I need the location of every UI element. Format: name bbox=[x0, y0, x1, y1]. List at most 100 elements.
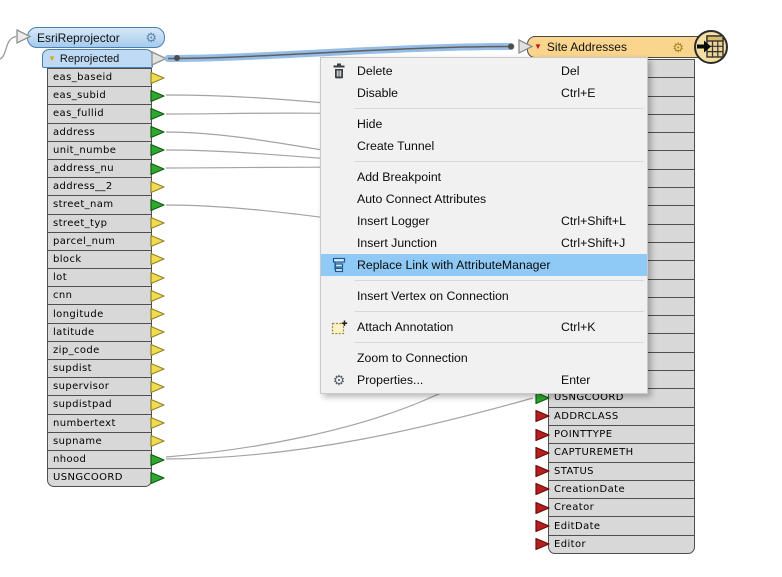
collapse-triangle-icon[interactable]: ▼ bbox=[534, 42, 542, 51]
attribute-row-address-2[interactable]: address__2 bbox=[47, 177, 165, 197]
expand-triangle-icon[interactable]: ▼ bbox=[48, 53, 56, 63]
attribute-label: street_nam bbox=[53, 199, 114, 211]
menu-item-hide[interactable]: Hide bbox=[321, 113, 647, 135]
attribute-row-status[interactable]: STATUS bbox=[535, 461, 695, 481]
attribute-row-addrclass[interactable]: ADDRCLASS bbox=[535, 406, 695, 426]
attribute-row-editor[interactable]: Editor bbox=[535, 534, 695, 555]
attribute-row-longitude[interactable]: longitude bbox=[47, 304, 165, 324]
attribute-row-nhood[interactable]: nhood bbox=[47, 449, 165, 470]
menu-item-label: Delete bbox=[357, 64, 393, 78]
input-port-arrow-icon[interactable] bbox=[535, 501, 550, 514]
attribute-row-pointtype[interactable]: POINTTYPE bbox=[535, 424, 695, 445]
output-port-arrow-icon[interactable] bbox=[150, 216, 165, 230]
menu-item-properties[interactable]: ⚙Properties...Enter bbox=[321, 369, 647, 391]
input-port-arrow-icon[interactable] bbox=[535, 538, 550, 551]
output-port-arrow-icon[interactable] bbox=[150, 380, 165, 393]
attribute-row-address-nu[interactable]: address_nu bbox=[47, 158, 165, 179]
output-port-arrow-icon[interactable] bbox=[150, 453, 165, 466]
attribute-label: CreationDate bbox=[554, 483, 626, 495]
output-port-arrow-icon[interactable] bbox=[150, 435, 165, 448]
output-port-arrow-icon[interactable] bbox=[150, 398, 165, 412]
attribute-row-street-typ[interactable]: street_typ bbox=[47, 213, 165, 233]
output-port-label: Reprojected bbox=[59, 52, 120, 65]
attribute-row-capturemeth[interactable]: CAPTUREMETH bbox=[535, 443, 695, 463]
attribute-row-supdist[interactable]: supdist bbox=[47, 359, 165, 379]
menu-item-add-breakpoint[interactable]: Add Breakpoint bbox=[321, 166, 647, 188]
input-port-arrow-icon[interactable] bbox=[535, 410, 550, 423]
writer-feature-type-badge-icon[interactable] bbox=[692, 28, 730, 66]
attribute-row-eas-baseid[interactable]: eas_baseid bbox=[47, 68, 165, 88]
attribute-label: USNGCOORD bbox=[554, 392, 624, 404]
transformer-node-header[interactable]: EsriReprojector ⚙ bbox=[27, 27, 165, 48]
connection-endpoint[interactable] bbox=[508, 43, 514, 50]
attribute-row-address[interactable]: address bbox=[47, 122, 165, 142]
output-port-arrow-icon[interactable] bbox=[150, 89, 165, 102]
output-port-arrow-icon[interactable] bbox=[150, 289, 165, 302]
output-port-arrow-icon[interactable] bbox=[150, 417, 165, 430]
input-port-arrow-icon[interactable] bbox=[535, 428, 550, 441]
menu-item-create-tunnel[interactable]: Create Tunnel bbox=[321, 135, 647, 157]
attribute-row-cnn[interactable]: cnn bbox=[47, 286, 165, 306]
menu-item-replace-link-with-attributemanager[interactable]: Replace Link with AttributeManager bbox=[321, 254, 647, 276]
output-port-arrow-icon[interactable] bbox=[150, 253, 165, 266]
attribute-row-editdate[interactable]: EditDate bbox=[535, 516, 695, 536]
output-port-arrow-icon[interactable] bbox=[150, 326, 165, 339]
attribute-row-numbertext[interactable]: numbertext bbox=[47, 413, 165, 433]
connection-endpoint[interactable] bbox=[174, 55, 180, 61]
gear-icon[interactable]: ⚙ bbox=[672, 39, 684, 55]
attribute-row-block[interactable]: block bbox=[47, 249, 165, 270]
attribute-label: address bbox=[53, 126, 96, 138]
output-port-arrow-icon[interactable] bbox=[150, 471, 165, 484]
input-port-arrow-icon[interactable] bbox=[535, 483, 550, 496]
attribute-row-supname[interactable]: supname bbox=[47, 431, 165, 451]
writer-node-header[interactable]: ▼ Site Addresses ⚙ bbox=[527, 30, 728, 64]
input-port-arrow-icon[interactable] bbox=[535, 446, 550, 459]
attribute-row-street-nam[interactable]: street_nam bbox=[47, 195, 165, 215]
output-port-arrow-icon[interactable] bbox=[150, 235, 165, 248]
attribute-row-usngcoord[interactable]: USNGCOORD bbox=[47, 468, 165, 488]
attribute-row-zip-code[interactable]: zip_code bbox=[47, 340, 165, 360]
output-port-arrow-icon[interactable] bbox=[150, 144, 165, 157]
output-port-arrow-icon[interactable] bbox=[150, 362, 165, 375]
incoming-connection-line[interactable] bbox=[0, 35, 17, 60]
input-port-arrow-icon[interactable] bbox=[535, 465, 550, 478]
output-port-arrow-icon[interactable] bbox=[150, 180, 165, 193]
output-port-arrow-icon[interactable] bbox=[150, 307, 165, 321]
attribute-row-eas-fullid[interactable]: eas_fullid bbox=[47, 104, 165, 124]
attribute-row-supervisor[interactable]: supervisor bbox=[47, 377, 165, 397]
menu-item-label: Add Breakpoint bbox=[357, 170, 442, 184]
attribute-row-eas-subid[interactable]: eas_subid bbox=[47, 86, 165, 106]
attribute-row-unit-numbe[interactable]: unit_numbe bbox=[47, 140, 165, 160]
attribute-label: Creator bbox=[554, 502, 595, 514]
menu-item-label: Hide bbox=[357, 117, 383, 131]
reprojected-output-arrow[interactable] bbox=[151, 50, 168, 67]
attribute-row-parcel-num[interactable]: parcel_num bbox=[47, 231, 165, 251]
gear-icon[interactable]: ⚙ bbox=[145, 30, 157, 45]
attribute-row-latitude[interactable]: latitude bbox=[47, 322, 165, 342]
input-port-arrow-icon[interactable] bbox=[535, 519, 550, 533]
output-port-arrow-icon[interactable] bbox=[150, 107, 165, 121]
annotation-icon bbox=[321, 320, 357, 335]
output-port-arrow-icon[interactable] bbox=[150, 162, 165, 175]
output-port-arrow-icon[interactable] bbox=[150, 71, 165, 84]
output-port-arrow-icon[interactable] bbox=[150, 126, 165, 139]
output-port-arrow-icon[interactable] bbox=[150, 198, 165, 212]
attribute-row-creator[interactable]: Creator bbox=[535, 498, 695, 518]
output-port-arrow-icon[interactable] bbox=[150, 344, 165, 357]
attribute-label: supdistpad bbox=[53, 399, 112, 411]
output-port-arrow-icon[interactable] bbox=[150, 271, 165, 284]
menu-item-auto-connect-attributes[interactable]: Auto Connect Attributes bbox=[321, 188, 647, 210]
attribute-row-creationdate[interactable]: CreationDate bbox=[535, 479, 695, 500]
output-port-reprojected[interactable]: ▼ Reprojected bbox=[42, 49, 153, 68]
menu-item-label: Auto Connect Attributes bbox=[357, 192, 487, 206]
attribute-row-supdistpad[interactable]: supdistpad bbox=[47, 395, 165, 415]
menu-item-insert-vertex-on-connection[interactable]: Insert Vertex on Connection bbox=[321, 285, 647, 307]
menu-item-zoom-to-connection[interactable]: Zoom to Connection bbox=[321, 347, 647, 369]
attribute-row-lot[interactable]: lot bbox=[47, 268, 165, 288]
input-port-arrow-icon[interactable] bbox=[535, 391, 550, 405]
